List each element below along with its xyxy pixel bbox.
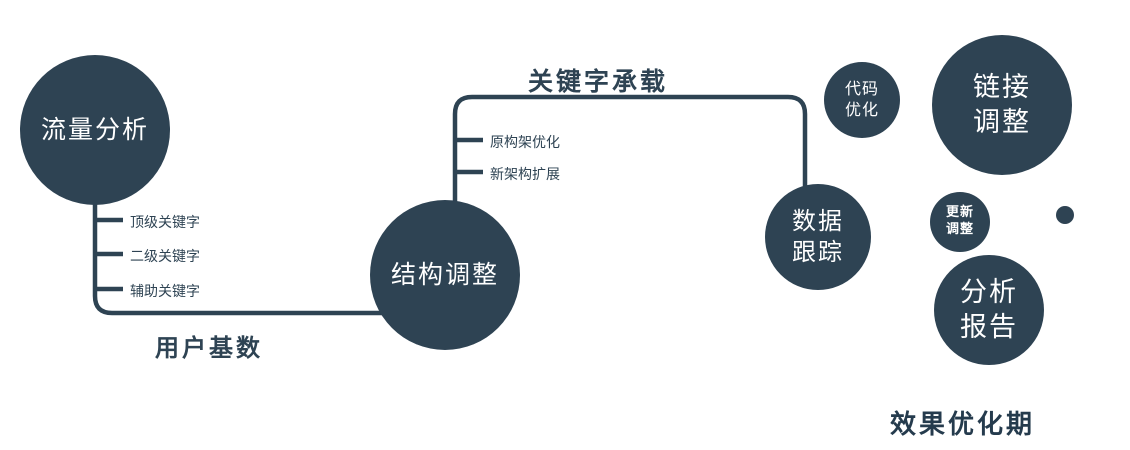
node-link-adjustment: 链接 调整: [932, 35, 1072, 175]
edge-label-user-base: 用户基数: [155, 334, 263, 362]
node-label-line: 优化: [844, 100, 879, 119]
connector-traffic-to-structure: [92, 190, 400, 316]
node-label-line: 数据: [792, 206, 844, 235]
node-traffic-analysis: 流量分析: [20, 55, 170, 205]
node-label: 结构调整: [390, 259, 499, 289]
node-label-line: 调整: [945, 222, 974, 237]
decoration-dot: [1056, 206, 1074, 224]
node-label: 流量分析: [40, 114, 149, 144]
branch-label-top-keyword: 顶级关键字: [130, 215, 200, 231]
edge-label-keyword-carrying: 关键字承载: [528, 67, 669, 96]
branch-label-framework-opt: 原构架优化: [490, 135, 560, 151]
node-label-line: 报告: [960, 312, 1018, 343]
node-label-line: 调整: [973, 107, 1031, 138]
node-label-line: 分析: [960, 276, 1018, 308]
branch-label-framework-expand: 新架构扩展: [490, 167, 560, 183]
node-label-line: 代码: [844, 79, 879, 99]
node-update-adjustment: 更新 调整: [930, 192, 990, 252]
branch-label-aux-keyword: 辅助关键字: [130, 284, 200, 300]
node-label-line: 跟踪: [792, 238, 844, 266]
connector-structure-to-data: [452, 94, 808, 220]
branch-label-second-keyword: 二级关键字: [130, 249, 200, 265]
node-structure-adjustment: 结构调整: [370, 200, 520, 350]
node-analysis-report: 分析 报告: [934, 255, 1044, 365]
node-label-line: 更新: [945, 205, 974, 221]
node-data-tracking: 数据 跟踪: [765, 184, 871, 290]
footer-phase-label: 效果优化期: [890, 410, 1036, 440]
node-code-optimization: 代码 优化: [824, 62, 900, 138]
node-label-line: 链接: [973, 71, 1031, 103]
